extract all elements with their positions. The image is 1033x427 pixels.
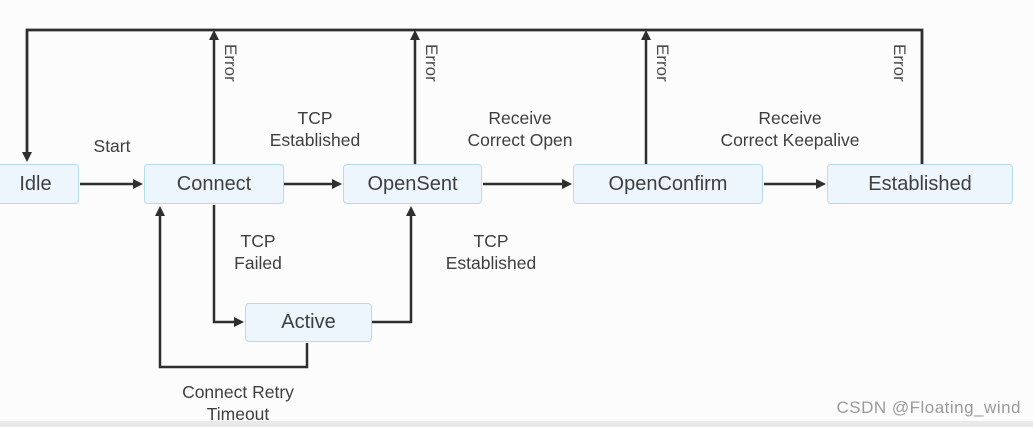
state-idle-label: Idle	[19, 172, 52, 195]
state-established-label: Established	[868, 172, 972, 195]
label-tcp-established-upper: TCP Established	[269, 108, 361, 150]
label-error-connect: Error	[221, 44, 240, 82]
state-connect-label: Connect	[176, 172, 252, 195]
label-receive-correct-keepalive: Receive Correct Keepalive	[720, 108, 860, 150]
label-tcp-established-lower: TCP Established	[445, 231, 537, 273]
bottom-edge-band	[0, 421, 1033, 427]
arrow-active-to-connect-retry	[155, 206, 309, 369]
csdn-watermark: CSDN @Floating_wind	[836, 398, 1021, 417]
arrow-connect-to-active	[212, 205, 244, 327]
label-connect-retry-timeout: Connect Retry Timeout	[182, 382, 294, 424]
label-error-opensent: Error	[422, 44, 441, 82]
state-idle: Idle	[0, 164, 79, 204]
state-openconfirm-label: OpenConfirm	[608, 172, 728, 195]
label-tcp-failed: TCP Failed	[234, 231, 282, 273]
arrow-error-rail-to-idle	[22, 28, 924, 166]
state-active-label: Active	[281, 311, 336, 333]
label-error-established: Error	[890, 44, 909, 82]
state-connect: Connect	[144, 164, 284, 204]
state-openconfirm: OpenConfirm	[573, 164, 763, 204]
state-established: Established	[827, 164, 1013, 204]
state-opensent-label: OpenSent	[367, 172, 458, 195]
state-active: Active	[245, 303, 372, 342]
label-start: Start	[93, 136, 131, 156]
label-receive-correct-open: Receive Correct Open	[467, 108, 573, 150]
arrow-active-to-opensent	[372, 206, 416, 324]
label-error-openconfirm: Error	[653, 44, 672, 82]
state-opensent: OpenSent	[343, 164, 482, 204]
